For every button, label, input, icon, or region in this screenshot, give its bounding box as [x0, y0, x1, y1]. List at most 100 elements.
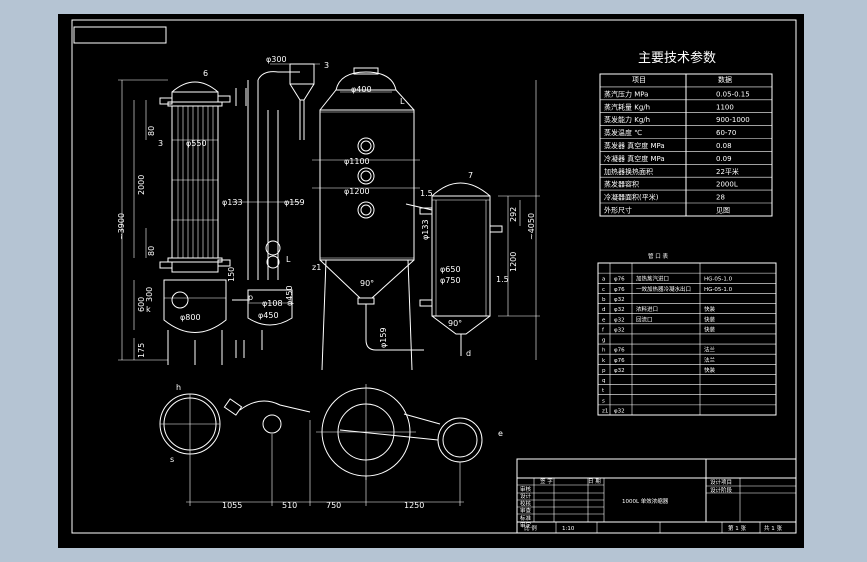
- nozzle-code: g: [602, 338, 606, 344]
- dim-d550: φ550: [186, 139, 207, 148]
- nozzle-flange: 快装: [704, 315, 716, 323]
- nozzle-size: φ32: [614, 317, 625, 323]
- plan-view: 1055 510 750 1250: [159, 384, 483, 510]
- dim-d300: φ300: [266, 55, 287, 64]
- dim-d133: φ133: [222, 198, 243, 207]
- dim-1055: 1055: [222, 501, 242, 510]
- vapor-pipe: φ133 φ159: [222, 71, 305, 280]
- dim-height-600: 600: [137, 297, 146, 312]
- dim-80-bottom: 80: [147, 246, 156, 256]
- params-row-value: 2000L: [716, 181, 738, 189]
- nozzle-code: t: [602, 388, 605, 394]
- dim-height-2000: 2000: [137, 175, 146, 195]
- dim-d750: φ750: [440, 276, 461, 285]
- nozzle-flange: 快装: [704, 366, 716, 374]
- nozzle-flange: HG-05-1.0: [704, 287, 733, 293]
- left-dimensions: ~3900 2000 600 175 80 80 300 150: [117, 79, 236, 361]
- dim-1-5: 1.5: [496, 275, 509, 284]
- nozzle-size: φ32: [614, 327, 625, 333]
- nozzle-code: f: [602, 327, 605, 333]
- dim-height-3900: ~3900: [117, 213, 126, 240]
- nozzle-size: φ76: [614, 277, 625, 283]
- nozzle-code: s: [602, 398, 605, 404]
- params-row-value: 28: [716, 194, 725, 202]
- params-row-value: 1100: [716, 103, 734, 111]
- label-s: s: [170, 455, 174, 464]
- dim-1200: 1200: [509, 252, 518, 272]
- dim-d800: φ800: [180, 313, 201, 322]
- tb-scale-value: 1:10: [562, 526, 575, 532]
- params-row-item: 蒸发器容积: [604, 180, 639, 189]
- tb-stage: 设计阶段: [710, 486, 733, 494]
- label-p: p: [248, 293, 253, 302]
- label-L: L: [286, 255, 291, 264]
- dim-450h: φ450: [285, 285, 294, 306]
- params-row-item: 冷凝器 真空度 MPa: [604, 154, 665, 163]
- cyclone-separator: φ300 3: [266, 55, 329, 140]
- params-row-item: 冷凝器面积(平米): [604, 193, 659, 202]
- dim-1250: 1250: [404, 501, 424, 510]
- nozzle-size: φ32: [614, 408, 625, 414]
- dim-d450: φ450: [258, 311, 279, 320]
- nozzle-code: z1: [602, 408, 608, 414]
- params-row-value: 60-70: [716, 129, 736, 137]
- dim-d400: φ400: [351, 85, 372, 94]
- nozzle-purpose: 浓料进口: [636, 305, 658, 313]
- label-z1: z1: [312, 263, 321, 272]
- dim-d159-left: φ159: [284, 198, 305, 207]
- params-row-item: 蒸汽耗量 Kg/h: [604, 102, 650, 111]
- nozzle-size: φ32: [614, 307, 625, 313]
- tb-row-label: 审查: [520, 507, 532, 515]
- tb-sheet-no: 第 1 张: [728, 524, 746, 532]
- params-row-item: 蒸发温度 ℃: [604, 128, 642, 137]
- params-row-item: 蒸汽压力 MPa: [604, 89, 648, 98]
- nozzle-purpose: 回流口: [636, 315, 653, 323]
- nozzle-code: p: [602, 368, 606, 374]
- tb-scale-label: 比 例: [524, 524, 537, 532]
- nozzle-title: 管 口 表: [648, 252, 668, 260]
- nozzle-size: φ32: [614, 368, 625, 374]
- params-row-value: 0.09: [716, 155, 732, 163]
- params-row-value: 0.08: [716, 142, 732, 150]
- vapor-line-to-condenser: [405, 203, 433, 211]
- params-header-value: 数据: [718, 75, 732, 84]
- nozzle-flange: 法兰: [704, 346, 716, 354]
- tb-date-header: 日 期: [588, 478, 601, 485]
- label-q: L: [400, 97, 405, 106]
- tb-drawing-title: 1000L 单效浓缩器: [622, 497, 669, 505]
- params-row-value: 0.05-0.15: [716, 90, 750, 98]
- nozzle-flange: 快装: [704, 305, 716, 313]
- nozzle-size: φ76: [614, 348, 625, 354]
- dim-d108: φ108: [262, 299, 283, 308]
- tb-row-label: 校核: [520, 499, 532, 507]
- nozzle-flange: HG-05-1.0: [704, 277, 733, 283]
- params-row-item: 外形尺寸: [604, 206, 632, 215]
- nozzle-size: φ76: [614, 287, 625, 293]
- dim-1-5-top: 1.5: [420, 189, 433, 198]
- dim-height-175: 175: [137, 343, 146, 358]
- nozzle-purpose: 加热蒸汽进口: [636, 275, 669, 283]
- params-header-item: 项目: [632, 76, 646, 84]
- nozzle-flange: 法兰: [704, 356, 716, 364]
- nozzle-code: a: [602, 277, 605, 283]
- dim-d133-cond: φ133: [421, 219, 430, 240]
- nozzle-code: c: [602, 287, 605, 293]
- dim-angle-evap: 90°: [360, 279, 374, 288]
- nozzle-code: k: [602, 358, 606, 364]
- nozzle-code: e: [602, 317, 606, 323]
- label-e: e: [498, 429, 503, 438]
- nozzle-code: q: [602, 378, 606, 384]
- dim-d1100: φ1100: [344, 157, 370, 166]
- dim-d1200: φ1200: [344, 187, 370, 196]
- nozzle-code: b: [602, 297, 606, 303]
- nozzle-flange: 快装: [704, 325, 716, 333]
- params-title: 主要技术参数: [638, 50, 716, 66]
- evaporator-front-view: φ400 φ1100 φ1200 90° φ159: [312, 67, 424, 371]
- dim-7: 7: [468, 171, 473, 180]
- dim-4050: ~4050: [527, 213, 536, 240]
- tb-row-label: 设计: [520, 492, 532, 500]
- nozzle-size: φ76: [614, 358, 625, 364]
